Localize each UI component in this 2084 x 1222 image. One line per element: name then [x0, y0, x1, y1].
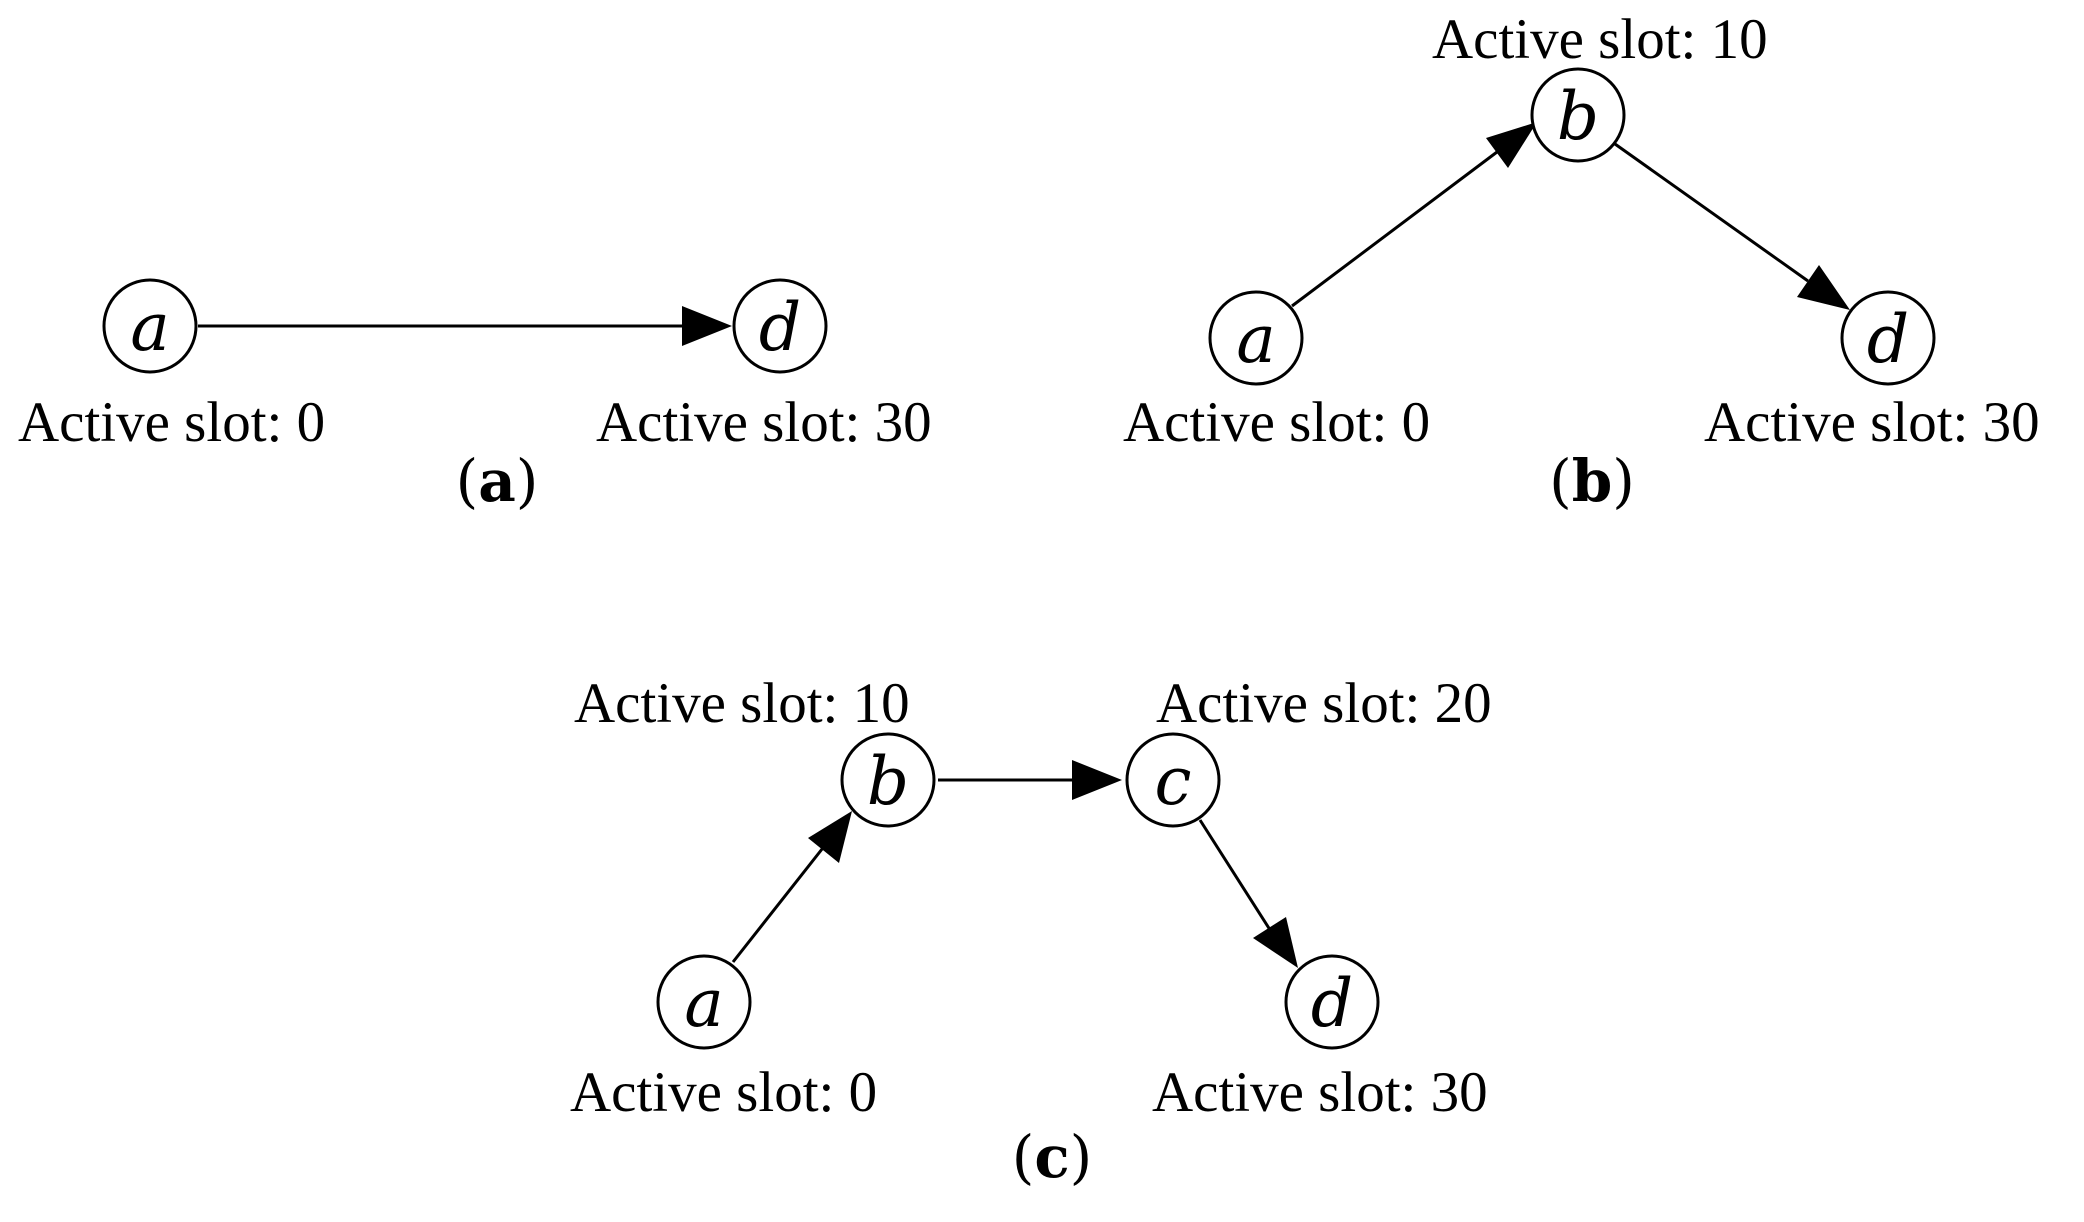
- node-a-slot-label: Active slot: 0: [1123, 391, 1430, 454]
- node-c-slot-label: Active slot: 20: [1156, 672, 1492, 735]
- node-c-circle: [1125, 732, 1221, 828]
- node-d-letter: d: [1311, 965, 1353, 1042]
- node-a: a: [102, 278, 198, 374]
- arrowhead-a-to-d: [682, 306, 732, 346]
- node-d: d: [1284, 954, 1380, 1050]
- node-d-letter: d: [759, 289, 801, 366]
- node-c-letter: c: [1155, 743, 1192, 820]
- edge-a-to-b: [731, 843, 828, 963]
- node-a-letter: a: [1236, 301, 1275, 378]
- node-a-slot-label: Active slot: 0: [18, 391, 325, 454]
- node-a: a: [656, 954, 752, 1050]
- node-b-letter: b: [867, 743, 909, 820]
- node-a-letter: a: [130, 289, 169, 366]
- panel-caption-b: (b): [1549, 447, 1635, 515]
- node-d-slot-label: Active slot: 30: [596, 391, 932, 454]
- edge-b-to-d: [1614, 142, 1809, 283]
- node-a-slot-label: Active slot: 0: [570, 1061, 877, 1124]
- node-d-slot-label: Active slot: 30: [1704, 391, 2040, 454]
- edge-c-to-d: [1198, 819, 1274, 934]
- node-b-slot-label: Active slot: 10: [574, 672, 910, 735]
- node-a-circle: [656, 954, 752, 1050]
- node-d-slot-label: Active slot: 30: [1152, 1061, 1488, 1124]
- node-d-circle: [732, 278, 828, 374]
- panel-caption-c: (c): [1012, 1123, 1093, 1191]
- node-d-circle: [1840, 290, 1936, 386]
- arrowhead-b-to-d: [1797, 265, 1850, 310]
- panel-caption-a: (a): [456, 447, 539, 515]
- node-d-circle: [1284, 954, 1380, 1050]
- node-a-letter: a: [684, 965, 723, 1042]
- edge-a-to-b: [1291, 150, 1498, 308]
- node-b-circle: [1530, 67, 1626, 163]
- panel-a: a Active slot: 0 d Active slot: 30 (a): [18, 278, 932, 515]
- node-a-circle: [102, 278, 198, 374]
- node-c: c: [1125, 732, 1221, 828]
- node-d: d: [732, 278, 828, 374]
- arrowhead-c-to-d: [1253, 917, 1298, 968]
- arrowhead-b-to-c: [1072, 760, 1122, 800]
- node-a: a: [1208, 290, 1304, 386]
- node-b: b: [840, 732, 936, 828]
- node-b-letter: b: [1557, 78, 1599, 155]
- panel-b: a Active slot: 0 b Active slot: 10 Activ…: [1123, 8, 2040, 515]
- node-b-circle: [840, 732, 936, 828]
- node-b-slot-label: Active slot: 10: [1432, 8, 1768, 71]
- node-d: Active slot: 30 d: [1840, 290, 1936, 386]
- arrowhead-a-to-b: [808, 811, 852, 863]
- arrowhead-a-to-b: [1486, 122, 1537, 168]
- node-a-circle: [1208, 290, 1304, 386]
- node-b: b: [1530, 67, 1626, 163]
- node-d-letter-glyph: d: [1867, 301, 1909, 378]
- panel-c: a Active slot: 0 b Active slot: 10 c Act…: [570, 672, 1492, 1191]
